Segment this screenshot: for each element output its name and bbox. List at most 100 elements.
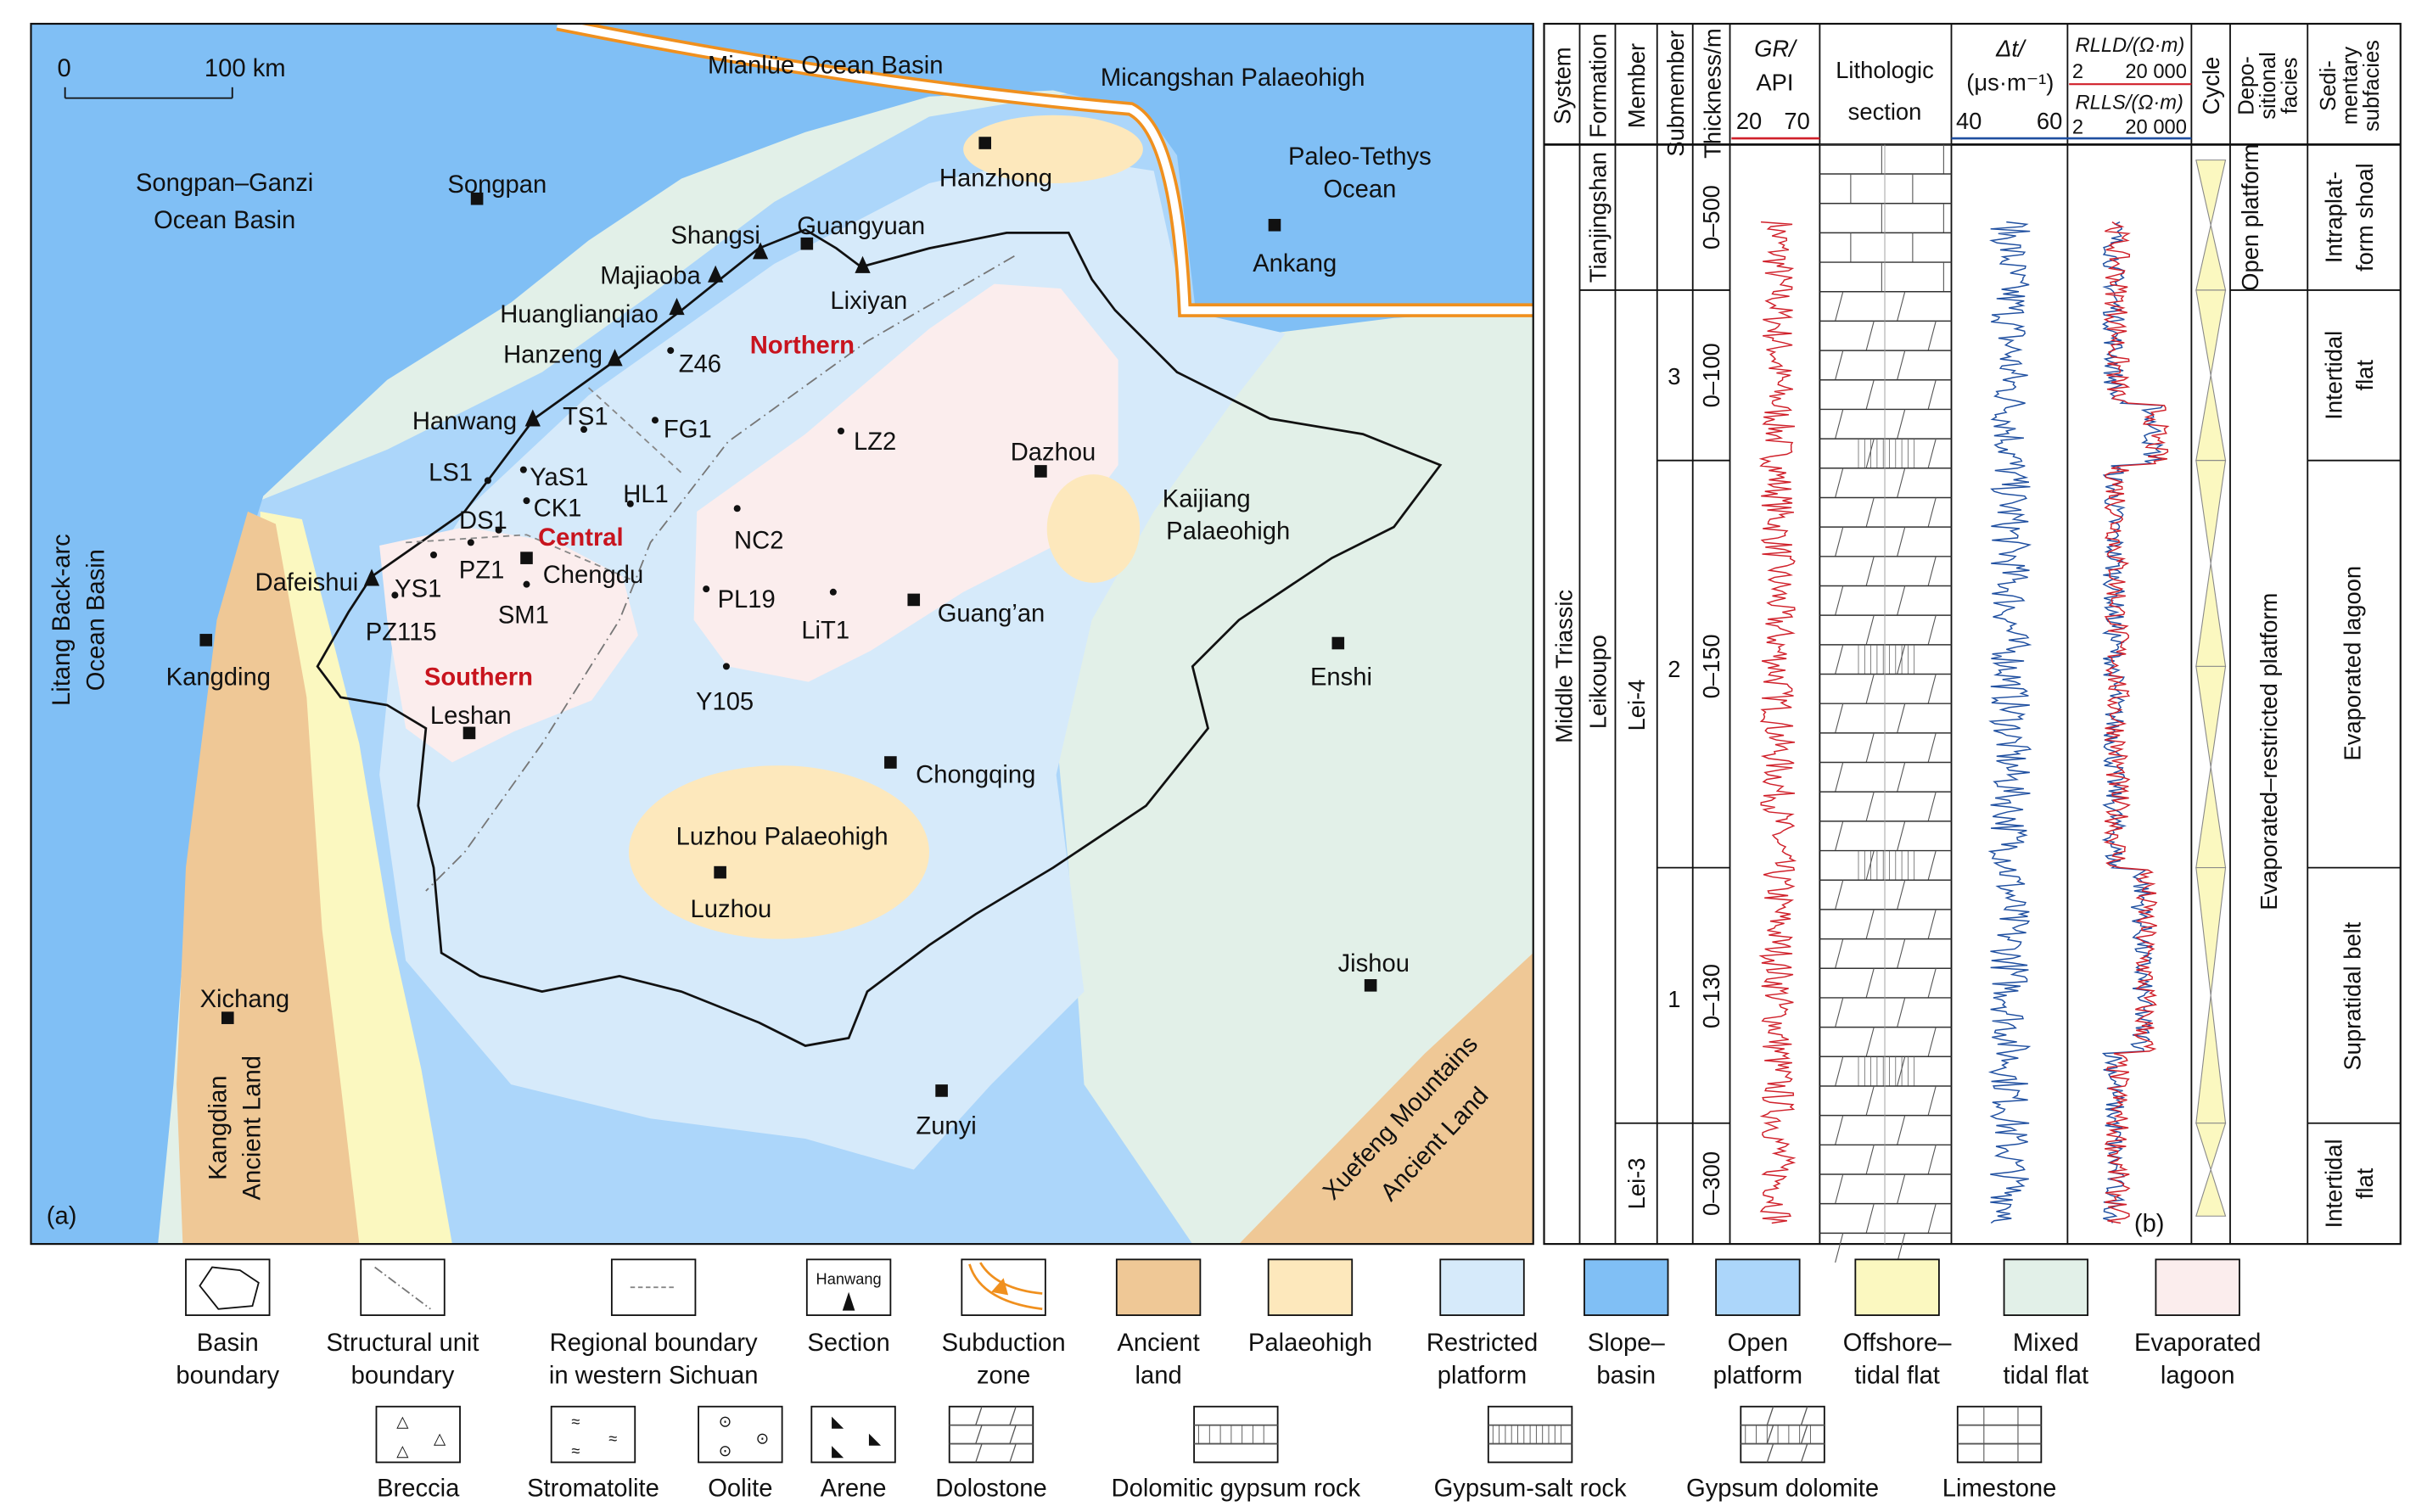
z46-label: Z46	[679, 351, 721, 378]
ts1-label: TS1	[563, 404, 608, 431]
dolostone-joint	[1897, 938, 1906, 969]
pl19-well-marker	[703, 585, 710, 593]
kaijiang-2-label: Palaeohigh	[1166, 518, 1290, 546]
hl1-well-marker	[626, 500, 634, 507]
dolostone-joint	[1835, 1056, 1844, 1087]
gypsum-dolomite-pattern-swatch	[1740, 1405, 1825, 1464]
ck1-well-marker	[523, 497, 530, 505]
restricted-platform-label-2: platform	[1438, 1362, 1527, 1389]
rlld-min: 2	[2072, 61, 2083, 83]
header-rlls: RLLS/(Ω·m)	[2076, 92, 2183, 114]
subfacies-intertidal-4: flat	[2352, 1168, 2378, 1199]
hanzeng-section-marker	[607, 349, 623, 367]
dolostone-joint	[1865, 968, 1875, 999]
northern-label: Northern	[750, 333, 855, 360]
ancient-land-label-2: land	[1135, 1362, 1182, 1389]
stromatolite-symbol-icon: ≈	[608, 1430, 617, 1448]
dolostone-joint	[1927, 497, 1937, 528]
ys1-well-marker	[429, 551, 438, 559]
arene-symbol-icon: ◣	[832, 1412, 844, 1430]
y105-well-marker	[722, 663, 730, 670]
oolite-symbol-icon: ⊙	[719, 1412, 732, 1430]
chongqing-city-marker	[884, 756, 897, 769]
legend-item-dolomitic-gypsum-rock: Dolomitic gypsum rock	[1112, 1405, 1361, 1503]
dolostone-label: Dolostone	[935, 1476, 1046, 1503]
mixed-tidal-flat-swatch	[2003, 1258, 2089, 1316]
dolostone-joint	[1927, 1027, 1937, 1057]
triangle-icon	[842, 1291, 855, 1311]
dolostone-joint	[1865, 732, 1875, 763]
breccia-symbol-icon: △	[396, 1412, 408, 1430]
sm1-label: SM1	[498, 602, 549, 629]
ds1-well-marker	[495, 526, 502, 534]
gypsum-dolomite-label: Gypsum dolomite	[1686, 1476, 1879, 1503]
dolostone-joint	[1865, 379, 1875, 410]
dolostone-joint	[1865, 438, 1875, 468]
rlls-min: 2	[2072, 117, 2083, 139]
header-dt-unit: (μs·m⁻¹)	[1966, 69, 2054, 95]
gr-max: 70	[1784, 108, 1809, 134]
legend-item-limestone: Limestone	[1942, 1405, 2056, 1503]
map-frame	[30, 22, 1534, 1246]
offshore-tidal-flat-label-1: Offshore–	[1843, 1330, 1952, 1357]
legend-item-restricted-platform: Restricted platform	[1427, 1258, 1538, 1389]
zunyi-label: Zunyi	[916, 1113, 976, 1140]
header-dt: Δt/	[1995, 35, 2026, 61]
mianlue-label: Mianlüe Ocean Basin	[708, 52, 943, 79]
header-sub-2: mentary	[2339, 47, 2363, 126]
dolostone-joint	[1865, 556, 1875, 586]
legend-item-gypsum-salt-rock: Gypsum-salt rock	[1434, 1405, 1627, 1503]
submember-2: 2	[1668, 656, 1680, 682]
dolostone-joint	[1897, 1233, 1906, 1263]
lit1-label: LiT1	[801, 618, 849, 645]
hanzhong-city-marker	[978, 137, 991, 149]
dolostone-joint	[1897, 1115, 1906, 1145]
open-platform-label-1: Open	[1728, 1330, 1788, 1357]
songpan-ganzi-2-label: Ocean Basin	[154, 207, 295, 234]
structural-unit-boundary-label-2: boundary	[351, 1362, 455, 1389]
legend-item-palaeohigh: Palaeohigh	[1248, 1258, 1372, 1357]
ts1-well-marker	[580, 426, 588, 434]
open-platform-label-2: platform	[1713, 1362, 1802, 1389]
gypsum-salt-rock-label: Gypsum-salt rock	[1434, 1476, 1627, 1503]
lz2-label: LZ2	[854, 428, 896, 456]
thickness-4: 0–130	[1698, 964, 1724, 1028]
legend-item-breccia: △△△Breccia	[375, 1405, 461, 1503]
oolite-label: Oolite	[708, 1476, 772, 1503]
kangding-label: Kangding	[166, 664, 271, 691]
leshan-city-marker	[462, 726, 476, 740]
shangsi-section-marker	[752, 242, 769, 260]
dolostone-joint	[1897, 585, 1906, 616]
legend-item-arene: ◣◣◣Arene	[810, 1405, 896, 1503]
dafeishui-label: Dafeishui	[255, 569, 359, 596]
dt-log-curve	[1987, 221, 2032, 1224]
songpan-ganzi-1-label: Songpan–Ganzi	[136, 170, 313, 197]
kaijiang-1-label: Kaijiang	[1163, 485, 1251, 512]
panel-a-tag: (a)	[47, 1202, 77, 1229]
yas1-label: YaS1	[530, 464, 588, 491]
header-lithologic: Lithologic	[1836, 57, 1934, 83]
dolostone-joint	[1897, 644, 1906, 675]
rlld-max: 20 000	[2125, 61, 2187, 83]
kaijiang-palaeohigh-area	[1046, 474, 1141, 583]
dolostone-joint	[1927, 732, 1937, 763]
dolostone-joint	[1835, 1233, 1844, 1263]
subfacies-lagoon: Evaporated lagoon	[2339, 566, 2365, 761]
restricted-platform-label-1: Restricted	[1427, 1330, 1538, 1357]
header-gr: GR/	[1754, 35, 1797, 61]
header-sub-1: Sedi-	[2317, 60, 2340, 111]
basin-boundary-label-2: boundary	[176, 1362, 279, 1389]
slope-basin-label-2: basin	[1596, 1362, 1656, 1389]
dolostone-joint	[1927, 968, 1937, 999]
dazhou-city-marker	[1034, 465, 1047, 478]
luzhou-city-marker	[714, 865, 726, 879]
palaeohigh-label-1: Palaeohigh	[1248, 1330, 1372, 1357]
dolostone-joint	[1835, 880, 1844, 910]
kangding-city-marker	[199, 634, 213, 647]
